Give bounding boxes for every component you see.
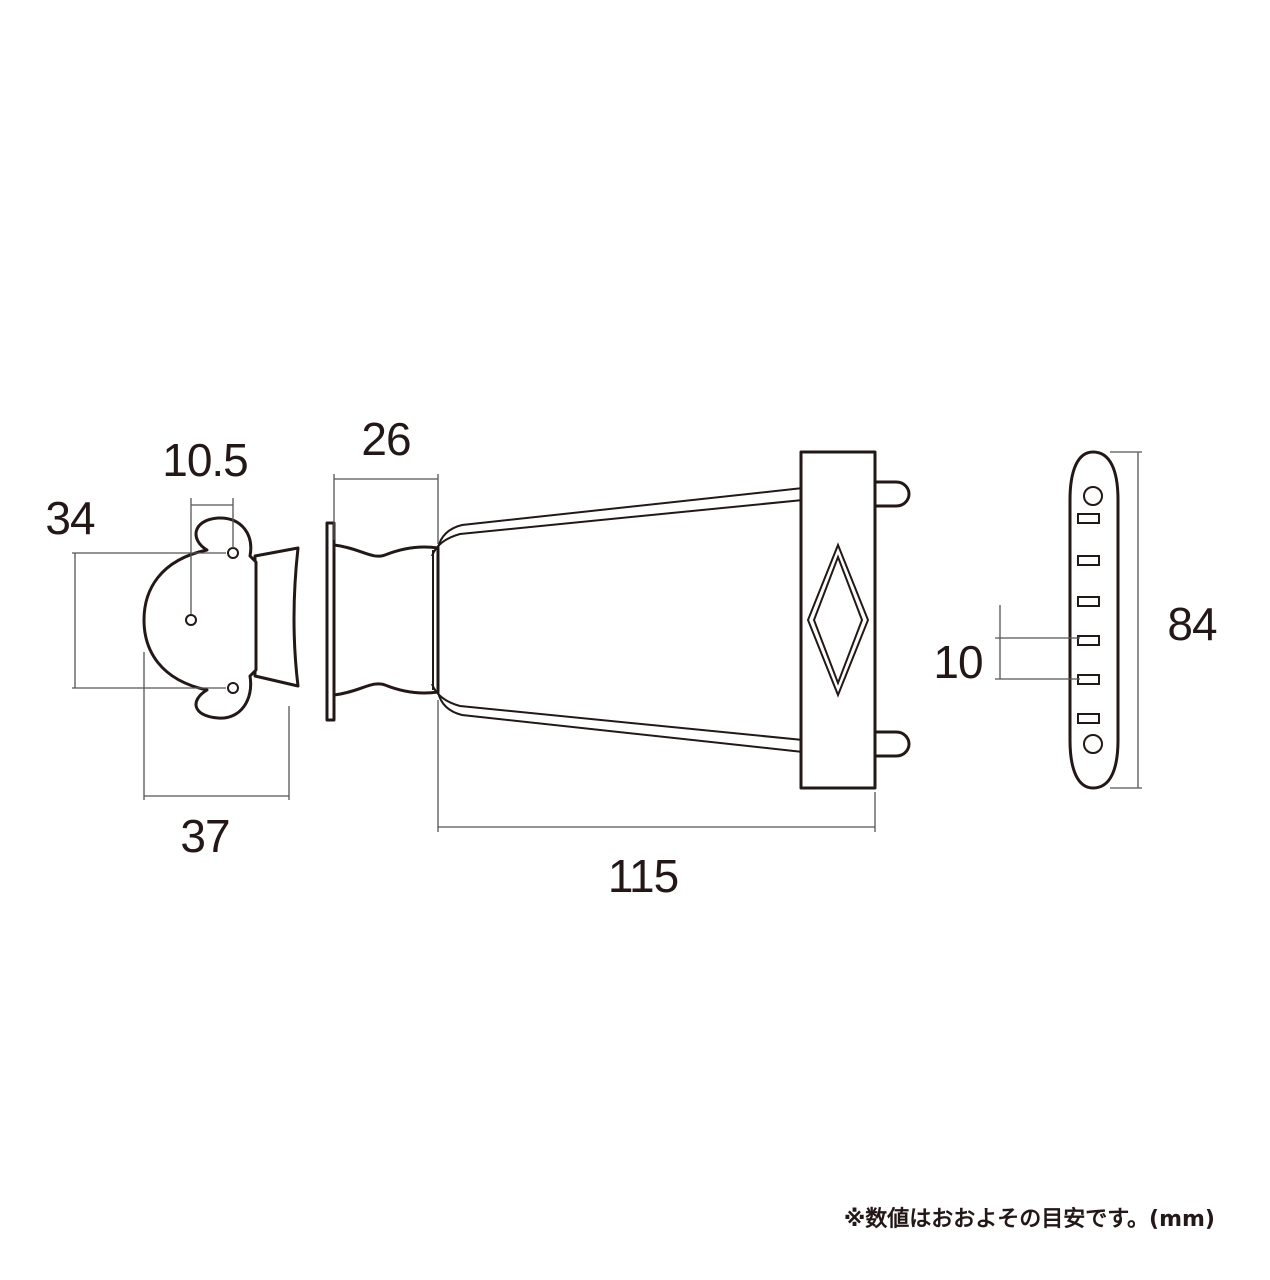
dim-label-bar-length: 84: [1167, 598, 1217, 650]
front-view-plate: [142, 516, 300, 720]
dim-label-bar-hole-pitch: 10: [933, 636, 982, 688]
diamond-inlay: [806, 542, 870, 698]
string-bar: [799, 450, 877, 790]
dim-label-front-width: 37: [180, 810, 229, 862]
side-view-dimension-lines: [995, 451, 1142, 789]
front-view-dimension-lines: [72, 498, 290, 800]
stud-top: [873, 480, 911, 508]
string-slot: [1077, 713, 1100, 724]
mount-hole-bottom: [227, 682, 239, 694]
string-slot: [1077, 555, 1100, 566]
string-slot: [1077, 513, 1100, 524]
end-hole-top: [1083, 486, 1103, 506]
dim-label-total-length: 115: [608, 850, 678, 902]
string-bar-side-view: [1068, 450, 1120, 790]
approximate-values-note: ※数値はおおよその目安です。(mm): [844, 1206, 1215, 1232]
dim-label-base-width: 26: [361, 413, 410, 465]
top-view-dimension-lines: [333, 474, 876, 832]
dim-label-front-height: 34: [45, 492, 95, 544]
mount-hole-middle: [185, 614, 197, 626]
stud-bottom: [873, 730, 911, 758]
end-hole-bottom: [1083, 734, 1103, 754]
dim-label-front-hole-spacing: 10.5: [162, 434, 248, 486]
string-slot: [1077, 596, 1100, 607]
tailpiece-base: [332, 543, 440, 697]
tailpiece-top-view: [325, 450, 911, 790]
string-slot: [1077, 635, 1100, 646]
